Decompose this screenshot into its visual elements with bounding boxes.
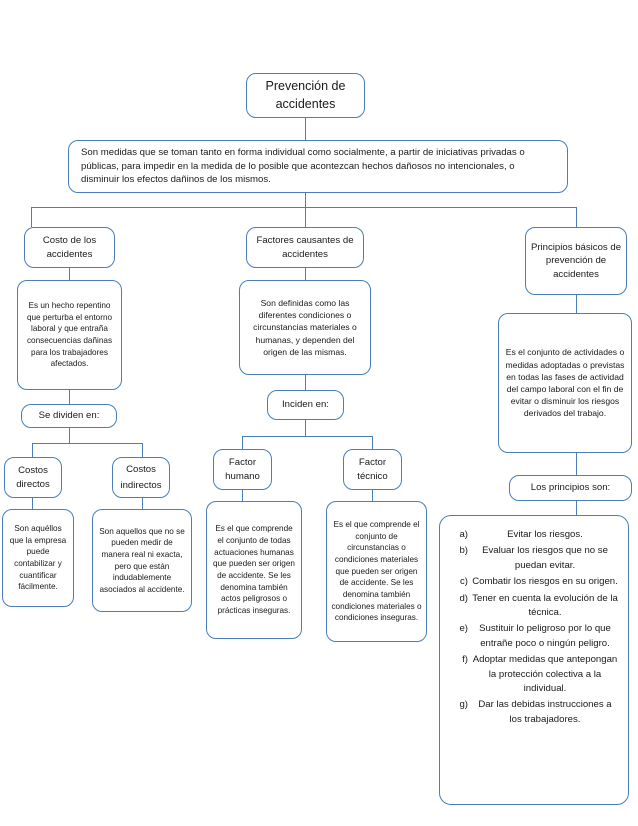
connector-center-header-to-description (305, 268, 307, 280)
node-root-description-text: Son medidas que se toman tanto en forma … (81, 147, 525, 186)
node-principles-list: a) Evitar los riesgos. b) Evaluar los ri… (439, 515, 629, 805)
list-item-marker: f) (462, 654, 468, 666)
connector-center-split-horizontal (242, 436, 372, 438)
node-factor-humano-detail: Es el que comprende el conjunto de todas… (206, 501, 302, 639)
node-factor-humano-label: Factor humano (225, 456, 260, 482)
list-item-marker: c) (460, 576, 468, 588)
connector-center-split-drop (305, 420, 307, 436)
node-right-connector-label: Los principios son: (530, 482, 611, 494)
connector-right-description-to-connector (576, 453, 578, 475)
node-factor-tecnico-detail: Es el que comprende el conjunto de circu… (326, 501, 427, 642)
list-item: f) Adoptar medidas que antepongan la pro… (446, 653, 618, 696)
node-costos-directos: Costos directos (4, 457, 62, 498)
node-factor-humano: Factor humano (213, 449, 272, 490)
node-left-header-label: Costo de los accidentes (42, 234, 97, 260)
node-root-title: Prevención de accidentes (246, 73, 365, 118)
connector-right-connector-to-list (576, 501, 578, 515)
node-left-description: Es un hecho repentino que perturba el en… (17, 280, 122, 390)
node-factor-tecnico-detail-text: Es el que comprende el conjunto de circu… (331, 520, 422, 623)
node-right-description-text: Es el conjunto de actividades o medidas … (505, 347, 625, 419)
connector-right-header-to-description (576, 295, 578, 313)
list-item-marker: b) (459, 545, 468, 557)
connector-spine-drop-left (31, 207, 33, 227)
node-factor-tecnico-label: Factor técnico (357, 456, 388, 482)
node-center-description: Son definidas como las diferentes condic… (239, 280, 371, 375)
node-factor-humano-detail-text: Es el que comprende el conjunto de todas… (213, 524, 295, 615)
connector-spine-drop-center (305, 207, 307, 227)
node-center-connector-label: Inciden en: (282, 399, 329, 411)
connector-factor-tecnico-to-detail (372, 490, 374, 501)
node-left-connector: Se dividen en: (21, 404, 117, 428)
node-costos-directos-label: Costos directos (16, 464, 50, 490)
list-item: c) Combatir los riesgos en su origen. (446, 575, 618, 589)
node-costos-indirectos-detail: Son aquellos que no se pueden medir de m… (92, 509, 192, 612)
node-root-title-label: Prevención de accidentes (265, 78, 346, 111)
connector-left-description-to-connector (69, 390, 71, 404)
connector-left-header-to-description (69, 268, 71, 280)
connector-left-split-horizontal (32, 443, 142, 445)
connector-spine-horizontal (31, 207, 576, 209)
node-costos-indirectos-label: Costos indirectos (120, 464, 162, 491)
node-root-description: Son medidas que se toman tanto en forma … (68, 140, 568, 193)
connector-center-description-to-connector (305, 375, 307, 390)
list-item: g) Dar las debidas instrucciones a los t… (446, 698, 618, 727)
connector-center-child2-drop (372, 436, 374, 449)
node-right-description: Es el conjunto de actividades o medidas … (498, 313, 632, 453)
list-item-text: Evaluar los riesgos que no se puedan evi… (482, 545, 608, 571)
list-item-marker: d) (459, 592, 468, 604)
connector-left-split-drop (69, 428, 71, 443)
list-item: b) Evaluar los riesgos que no se puedan … (446, 544, 618, 573)
node-center-connector: Inciden en: (267, 390, 344, 420)
node-factor-tecnico: Factor técnico (343, 449, 402, 490)
list-item: e) Sustituir lo peligroso por lo que ent… (446, 622, 618, 651)
connector-costos-indirectos-to-detail (142, 498, 144, 509)
connector-center-child1-drop (242, 436, 244, 449)
list-item: d) Tener en cuenta la evolución de la té… (446, 592, 618, 621)
node-costos-indirectos-detail-text: Son aquellos que no se pueden medir de m… (99, 526, 185, 594)
list-item-marker: e) (459, 623, 468, 635)
connector-description-to-spine (305, 193, 307, 207)
node-left-description-text: Es un hecho repentino que perturba el en… (26, 301, 113, 369)
list-item: a) Evitar los riesgos. (446, 528, 618, 542)
node-right-header-label: Principios básicos de prevención de acci… (530, 241, 622, 280)
node-left-connector-label: Se dividen en: (38, 410, 100, 422)
node-right-connector: Los principios son: (509, 475, 632, 501)
node-costos-directos-detail-text: Son aquéllos que la empresa puede contab… (9, 524, 67, 592)
list-item-text: Evitar los riesgos. (507, 529, 583, 540)
node-right-header: Principios básicos de prevención de acci… (525, 227, 627, 295)
node-costos-directos-detail: Son aquéllos que la empresa puede contab… (2, 509, 74, 607)
list-item-text: Adoptar medidas que antepongan la protec… (472, 654, 618, 694)
node-left-header: Costo de los accidentes (24, 227, 115, 268)
list-item-text: Combatir los riesgos en su origen. (472, 576, 618, 588)
list-item-text: Sustituir lo peligroso por lo que entrañ… (479, 623, 611, 649)
connector-spine-drop-right (576, 207, 578, 227)
node-costos-indirectos: Costos indirectos (112, 457, 170, 498)
list-item-text: Tener en cuenta la evolución de la técni… (472, 592, 618, 618)
connector-costos-directos-to-detail (32, 498, 34, 509)
connector-root-to-description (305, 118, 307, 140)
list-item-marker: a) (459, 529, 468, 540)
list-item-text: Dar las debidas instrucciones a los trab… (478, 699, 612, 725)
connector-left-child1-drop (32, 443, 34, 457)
connector-factor-humano-to-detail (242, 490, 244, 501)
node-center-header: Factores causantes de accidentes (246, 227, 364, 268)
node-center-description-text: Son definidas como las diferentes condic… (253, 297, 357, 357)
connector-left-child2-drop (142, 443, 144, 457)
node-center-header-label: Factores causantes de accidentes (256, 234, 354, 260)
list-item-marker: g) (459, 699, 468, 711)
